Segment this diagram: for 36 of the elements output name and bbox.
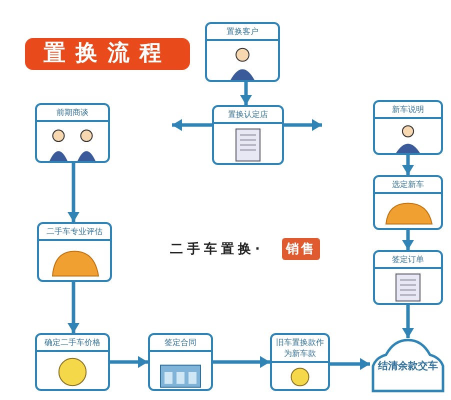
process-box — [373, 175, 443, 230]
process-box — [148, 333, 213, 391]
node-label: 结清余款交车 — [376, 359, 439, 374]
car-shape — [370, 338, 446, 394]
arrow — [402, 155, 414, 175]
box-heading: 置换客户 — [207, 24, 278, 41]
arrow — [284, 119, 322, 131]
box-heading: 旧车置换款作为新车款 — [272, 335, 328, 363]
box-heading: 新车说明 — [375, 102, 441, 119]
process-box — [270, 333, 330, 391]
box-heading: 签定合同 — [150, 335, 211, 352]
box-heading: 确定二手车价格 — [37, 335, 108, 352]
box-heading: 前期商谈 — [37, 105, 108, 122]
box-heading: 二手车专业评估 — [39, 224, 110, 241]
process-box — [35, 333, 110, 391]
process-box — [212, 105, 284, 165]
arrow — [330, 358, 370, 370]
process-box — [37, 222, 112, 282]
box-heading: 置换认定店 — [214, 107, 282, 124]
arrow — [213, 356, 270, 368]
arrow — [68, 163, 80, 222]
arrow — [172, 119, 212, 131]
process-box — [35, 103, 110, 163]
arrow — [402, 305, 414, 338]
sales-badge: 销售 — [282, 238, 320, 260]
arrow — [68, 282, 80, 333]
arrow — [110, 356, 148, 368]
title-banner: 置换流程 — [25, 38, 190, 70]
box-heading: 签定订单 — [375, 252, 441, 269]
process-box — [205, 22, 280, 82]
arrow — [240, 82, 252, 105]
box-heading: 选定新车 — [375, 177, 441, 194]
process-box — [373, 250, 443, 305]
slogan-text: 二手车置换· — [170, 240, 264, 258]
arrow — [402, 230, 414, 250]
process-box — [373, 100, 443, 155]
